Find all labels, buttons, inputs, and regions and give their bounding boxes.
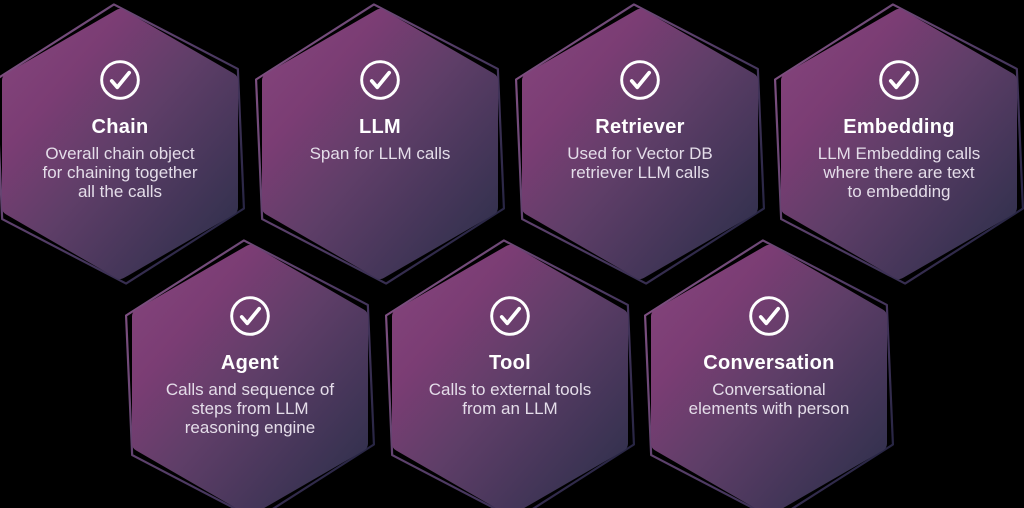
hexagon-fill (522, 9, 758, 279)
hexagon-fill (2, 9, 238, 279)
hexagon-shape (643, 239, 895, 508)
hex-card-tool: Tool Calls to external tools from an LLM (380, 236, 640, 508)
hex-title: Agent (220, 352, 280, 374)
hex-card-llm: LLM Span for LLM calls (250, 0, 510, 300)
hexagon-outline (384, 239, 636, 508)
check-circle-icon (620, 60, 660, 100)
check-circle-icon (490, 296, 530, 336)
hex-description: Conversational elements with person (688, 380, 850, 418)
hexagon-shape (514, 3, 766, 285)
hex-card-conversation: Conversation Conversational elements wit… (639, 236, 899, 508)
hexagon-fill (781, 9, 1017, 279)
hexagon-outline (643, 239, 895, 508)
hex-description: LLM Embedding calls where there are text… (817, 144, 981, 201)
hex-card-retriever: Retriever Used for Vector DB retriever L… (510, 0, 770, 300)
hex-description: Span for LLM calls (309, 144, 451, 163)
hex-description: Used for Vector DB retriever LLM calls (567, 144, 713, 182)
hexagon-outline (773, 3, 1024, 285)
hexagon-fill (651, 245, 887, 508)
hex-content: Agent Calls and sequence of steps from L… (120, 294, 380, 437)
hexagon-outline (0, 3, 246, 285)
hex-card-agent: Agent Calls and sequence of steps from L… (120, 236, 380, 508)
check-circle-icon (230, 296, 270, 336)
hex-card-embedding: Embedding LLM Embedding calls where ther… (769, 0, 1024, 300)
hexagon-shape (384, 239, 636, 508)
hexagon-fill (392, 245, 628, 508)
hex-content: Tool Calls to external tools from an LLM (380, 294, 640, 418)
hex-title: Chain (91, 116, 149, 138)
hex-title: Embedding (843, 116, 955, 138)
check-circle-icon (879, 60, 919, 100)
hex-content: Retriever Used for Vector DB retriever L… (510, 58, 770, 182)
hex-title: Retriever (595, 116, 685, 138)
hexagon-fill (262, 9, 498, 279)
hexagon-outline (514, 3, 766, 285)
check-circle-icon (749, 296, 789, 336)
check-circle-icon (360, 60, 400, 100)
hex-title: LLM (359, 116, 401, 138)
hex-card-chain: Chain Overall chain object for chaining … (0, 0, 250, 300)
hex-title: Tool (489, 352, 531, 374)
hexagon-shape (124, 239, 376, 508)
hex-content: LLM Span for LLM calls (250, 58, 510, 163)
hex-content: Conversation Conversational elements wit… (639, 294, 899, 418)
hexagon-shape (0, 3, 246, 285)
hex-content: Embedding LLM Embedding calls where ther… (769, 58, 1024, 201)
hexagon-shape (254, 3, 506, 285)
check-circle-icon (100, 60, 140, 100)
hexagon-shape (773, 3, 1024, 285)
hex-description: Calls to external tools from an LLM (428, 380, 592, 418)
hexagon-fill (132, 245, 368, 508)
hex-title: Conversation (703, 352, 835, 374)
hex-description: Overall chain object for chaining togeth… (42, 144, 198, 201)
hexagon-outline (124, 239, 376, 508)
hex-description: Calls and sequence of steps from LLM rea… (165, 380, 335, 437)
hexagon-outline (254, 3, 506, 285)
hex-content: Chain Overall chain object for chaining … (0, 58, 250, 201)
